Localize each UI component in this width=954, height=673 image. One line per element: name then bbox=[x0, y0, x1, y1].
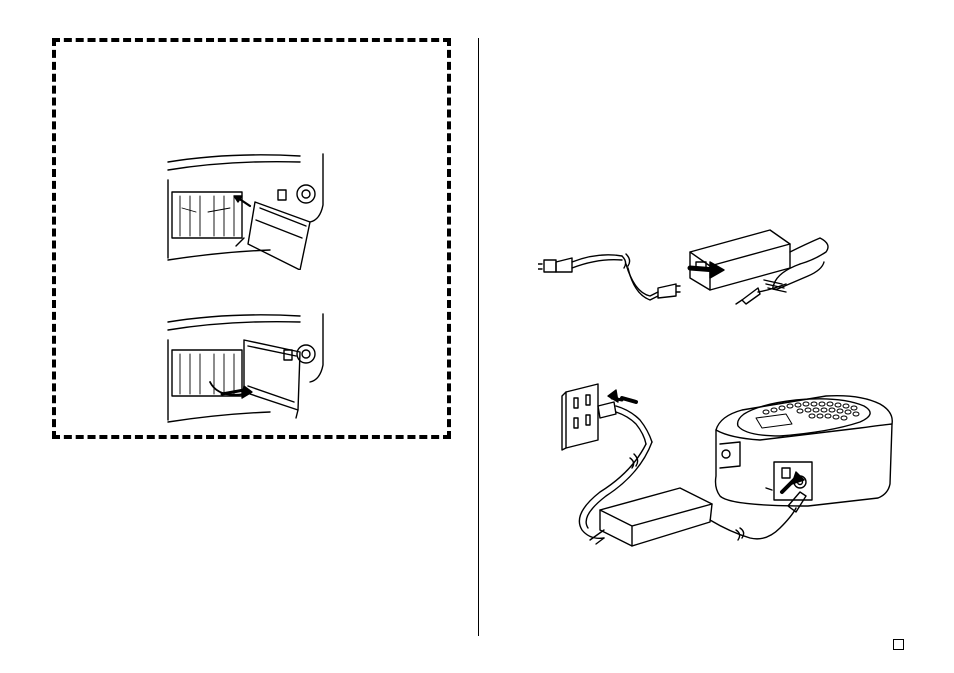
device-side-jack-cover-open-icon bbox=[167, 153, 324, 270]
page-marker bbox=[893, 639, 904, 650]
outlet-adaptor-printer-icon bbox=[561, 383, 893, 547]
ac-adaptor-cord-icon bbox=[538, 229, 829, 305]
device-side-jack-cover-close-icon bbox=[167, 313, 324, 423]
column-divider bbox=[478, 38, 479, 636]
dashed-callout-box bbox=[52, 38, 451, 439]
outlet-printer-connection-illustration bbox=[560, 380, 905, 558]
jack-cover-open-illustration bbox=[160, 150, 335, 270]
adaptor-cord-illustration bbox=[538, 222, 838, 317]
jack-cover-close-illustration bbox=[160, 310, 335, 425]
